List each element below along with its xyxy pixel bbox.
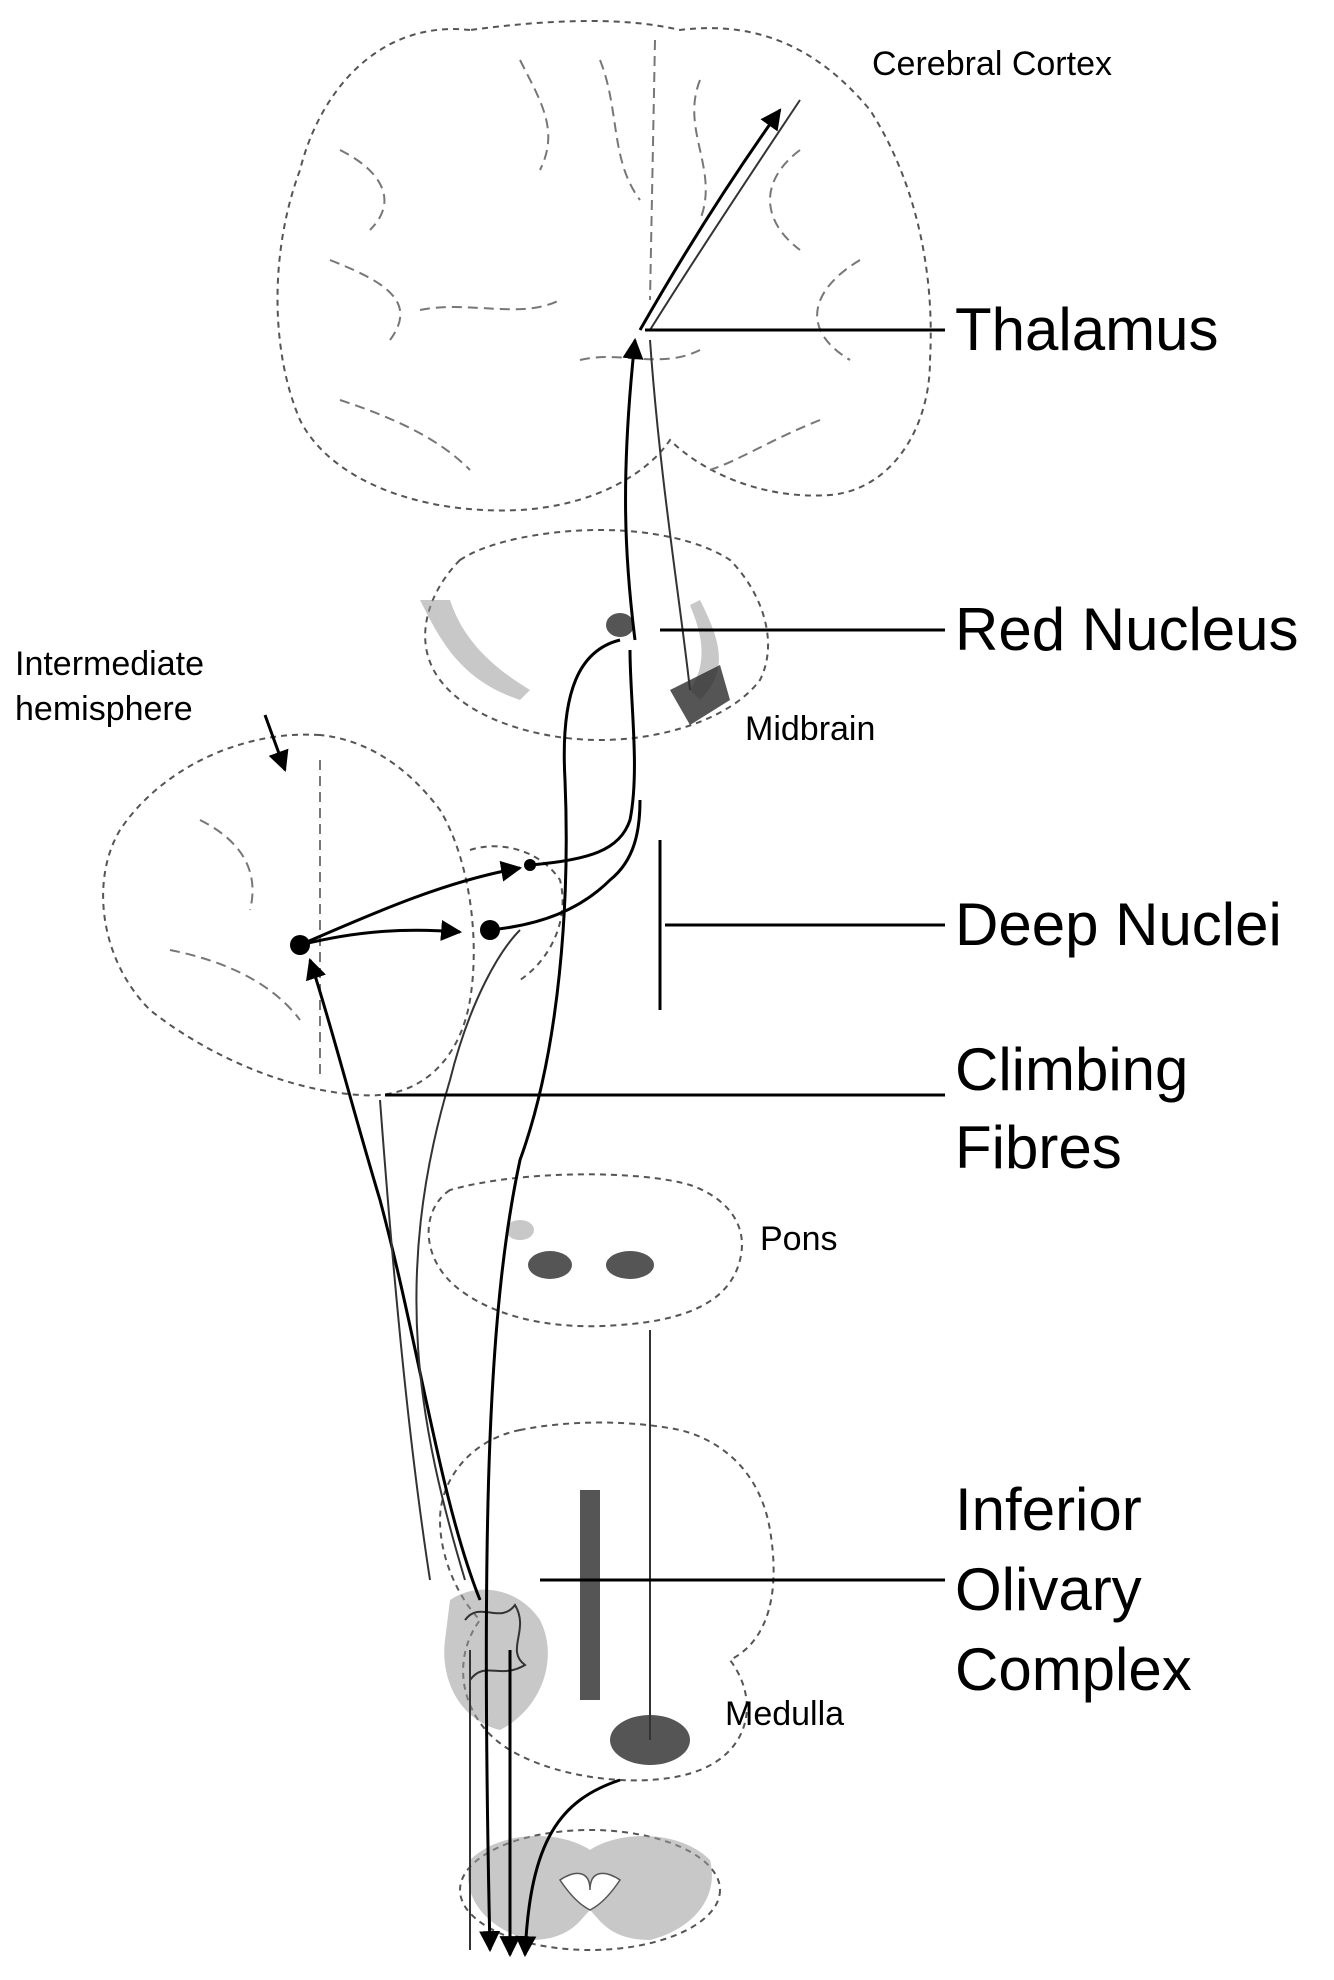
label-thalamus: Thalamus [955, 296, 1218, 363]
intermediate-hemisphere-arrow [265, 715, 285, 770]
spinal-cord-section [460, 1830, 720, 1950]
label-medulla: Medulla [725, 1695, 844, 1733]
cerebellum-section [103, 735, 562, 1096]
label-fibres: Fibres [955, 1114, 1122, 1181]
red-nucleus-marker [606, 613, 634, 637]
label-pons: Pons [760, 1220, 838, 1258]
label-deep-nuclei: Deep Nuclei [955, 891, 1282, 958]
leader-lines [265, 330, 945, 1580]
label-climbing: Climbing [955, 1036, 1188, 1103]
midbrain-section [420, 530, 768, 740]
label-inferior: Inferior [955, 1476, 1142, 1543]
label-midbrain: Midbrain [745, 710, 875, 748]
label-complex: Complex [955, 1636, 1192, 1703]
label-red-nucleus: Red Nucleus [955, 596, 1299, 663]
label-intermediate: Intermediate [15, 645, 204, 683]
pathway-lines [290, 100, 800, 1955]
pons-section [429, 1174, 742, 1326]
cerebrum-section [278, 21, 931, 510]
label-olivary: Olivary [955, 1556, 1142, 1623]
deep-nucleus-node [480, 920, 500, 940]
label-hemisphere: hemisphere [15, 690, 193, 728]
label-cerebral-cortex: Cerebral Cortex [872, 45, 1112, 83]
